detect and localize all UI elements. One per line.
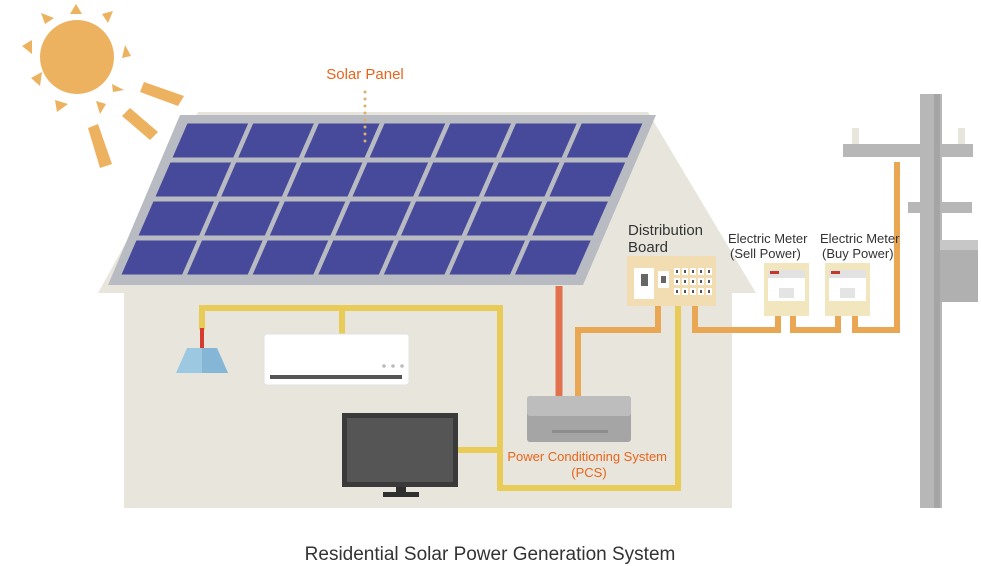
solar-cell bbox=[549, 162, 626, 197]
solar-cell bbox=[238, 123, 314, 158]
solar-cell bbox=[121, 240, 198, 275]
solar-cell bbox=[383, 240, 460, 275]
breaker-toggle bbox=[684, 280, 686, 283]
meter-buy-label-line2: (Buy Power) bbox=[822, 246, 894, 261]
pcs-unit bbox=[527, 396, 631, 442]
solar-cell bbox=[335, 201, 411, 236]
solar-cell bbox=[155, 162, 232, 197]
solar-cell bbox=[286, 162, 363, 197]
breaker-toggle bbox=[708, 270, 710, 273]
solar-cell bbox=[172, 123, 249, 158]
solar-panel bbox=[108, 115, 656, 285]
electric-meter-sell bbox=[764, 263, 809, 316]
breaker-toggle bbox=[692, 290, 694, 293]
breaker-toggle bbox=[708, 290, 710, 293]
solar-cell bbox=[352, 162, 429, 197]
solar-cell bbox=[418, 162, 494, 197]
distribution-board-label: Distribution Board bbox=[628, 222, 707, 256]
breaker-toggle bbox=[700, 280, 702, 283]
distribution-board-label-line2: Board bbox=[628, 239, 668, 256]
distribution-board bbox=[627, 256, 716, 306]
breakers bbox=[674, 268, 712, 295]
breaker-toggle bbox=[692, 280, 694, 283]
solar-cell bbox=[435, 123, 511, 158]
breaker-toggle bbox=[700, 270, 702, 273]
solar-cell bbox=[221, 162, 297, 197]
solar-cell bbox=[252, 240, 329, 275]
breaker-toggle bbox=[708, 280, 710, 283]
solar-cell bbox=[401, 201, 477, 236]
breaker-toggle bbox=[684, 270, 686, 273]
solar-cell bbox=[187, 240, 263, 275]
pcs-label-line1: Power Conditioning System bbox=[507, 449, 667, 464]
solar-panel-label: Solar Panel bbox=[326, 66, 404, 83]
electric-meter-buy bbox=[825, 263, 870, 316]
television-icon bbox=[342, 413, 458, 497]
ceiling-lamp-icon bbox=[176, 328, 228, 373]
solar-cell bbox=[532, 201, 608, 236]
pcs-label-line2: (PCS) bbox=[571, 465, 606, 480]
solar-cell bbox=[303, 123, 380, 158]
solar-cell bbox=[138, 201, 215, 236]
solar-cells bbox=[121, 123, 643, 275]
solar-cell bbox=[449, 240, 526, 275]
utility-pole bbox=[843, 94, 978, 508]
solar-cell bbox=[369, 123, 446, 158]
house-wires-yellow bbox=[199, 305, 681, 491]
solar-cell bbox=[204, 201, 280, 236]
breaker-toggle bbox=[700, 290, 702, 293]
meter-sell-label: Electric Meter (Sell Power) bbox=[728, 231, 811, 261]
breaker-toggle bbox=[692, 270, 694, 273]
meter-buy-label: Electric Meter (Buy Power) bbox=[820, 231, 903, 261]
solar-cell bbox=[515, 240, 591, 275]
meter-buy-label-line1: Electric Meter bbox=[820, 231, 900, 246]
solar-cell bbox=[500, 123, 577, 158]
solar-cell bbox=[318, 240, 394, 275]
meter-sell-label-line1: Electric Meter bbox=[728, 231, 808, 246]
solar-cell bbox=[269, 201, 346, 236]
solar-cell bbox=[466, 201, 543, 236]
air-conditioner-icon bbox=[263, 333, 410, 386]
solar-cell bbox=[483, 162, 560, 197]
distribution-board-label-line1: Distribution bbox=[628, 222, 703, 239]
breaker-toggle bbox=[676, 290, 678, 293]
ac-wires-orange bbox=[575, 162, 900, 398]
breaker-toggle bbox=[676, 280, 678, 283]
sun-icon bbox=[22, 4, 184, 168]
meter-sell-label-line2: (Sell Power) bbox=[730, 246, 801, 261]
diagram-caption: Residential Solar Power Generation Syste… bbox=[305, 544, 676, 565]
solar-cell bbox=[566, 123, 643, 158]
breaker-toggle bbox=[684, 290, 686, 293]
breaker-toggle bbox=[676, 270, 678, 273]
pcs-label: Power Conditioning System (PCS) bbox=[507, 449, 670, 480]
solar-panel-leader bbox=[363, 90, 367, 143]
